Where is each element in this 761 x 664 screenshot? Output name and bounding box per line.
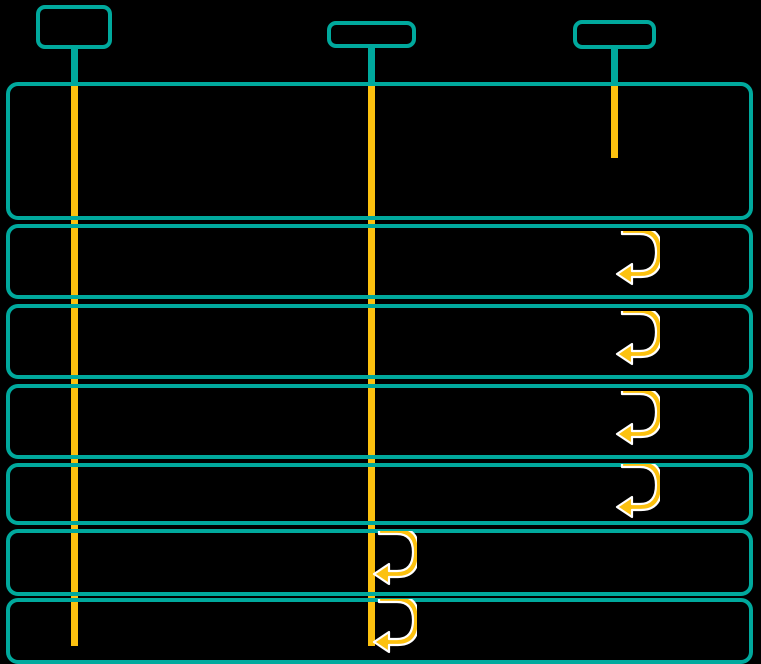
frame-1[interactable] (6, 82, 753, 220)
lifeline-right (611, 82, 618, 158)
lifeline-left (71, 82, 78, 646)
participant-box-1[interactable] (36, 5, 112, 49)
self-loop-arrow-icon[interactable] (371, 531, 417, 589)
participant-stem-3 (611, 47, 618, 84)
participant-stem-1 (71, 48, 78, 84)
self-loop-arrow-icon[interactable] (614, 231, 660, 289)
self-loop-arrow-icon[interactable] (614, 391, 660, 449)
self-loop-arrow-icon[interactable] (371, 599, 417, 657)
participant-box-2[interactable] (327, 21, 416, 48)
self-loop-arrow-icon[interactable] (614, 464, 660, 522)
self-loop-arrow-icon[interactable] (614, 311, 660, 369)
lifeline-middle (368, 82, 375, 646)
participant-stem-2 (368, 47, 375, 84)
participant-box-3[interactable] (573, 20, 656, 49)
